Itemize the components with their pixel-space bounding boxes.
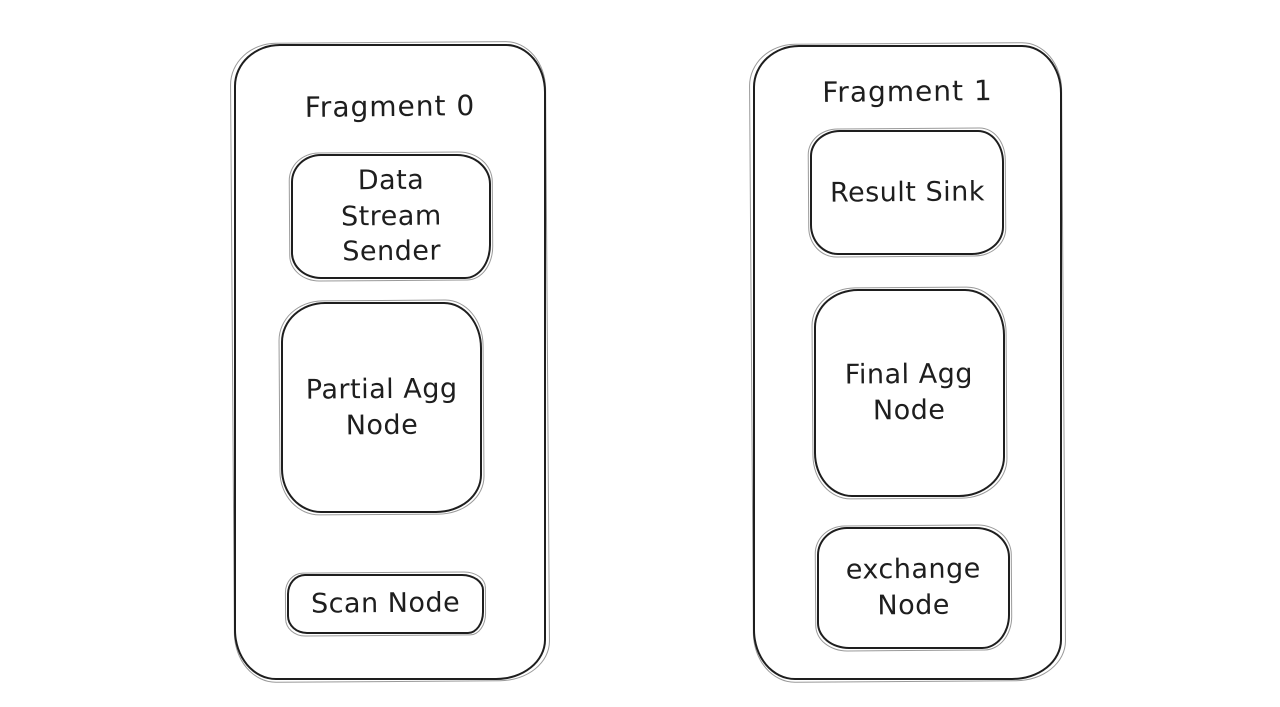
node-final-agg-label: Final Agg Node (845, 358, 974, 427)
node-exchange: exchange Node (817, 527, 1010, 649)
fragment-1-container: Fragment 1 Result Sink Final Agg Node ex… (753, 45, 1062, 680)
node-exchange-label: exchange Node (845, 553, 981, 622)
fragment-0-container: Fragment 0 Data Stream Sender Partial Ag… (234, 44, 546, 680)
node-result-sink-label: Result Sink (829, 176, 985, 209)
fragment-0-title: Fragment 0 (304, 89, 476, 124)
node-final-agg: Final Agg Node (814, 289, 1005, 497)
node-data-stream-sender: Data Stream Sender (291, 154, 491, 279)
node-scan-label: Scan Node (310, 587, 461, 620)
node-data-stream-sender-label: Data Stream Sender (340, 164, 442, 268)
fragment-1-title: Fragment 1 (822, 74, 993, 109)
node-scan: Scan Node (287, 574, 484, 634)
node-partial-agg-label: Partial Agg Node (305, 373, 458, 441)
node-result-sink: Result Sink (810, 130, 1004, 255)
node-partial-agg: Partial Agg Node (281, 302, 482, 513)
